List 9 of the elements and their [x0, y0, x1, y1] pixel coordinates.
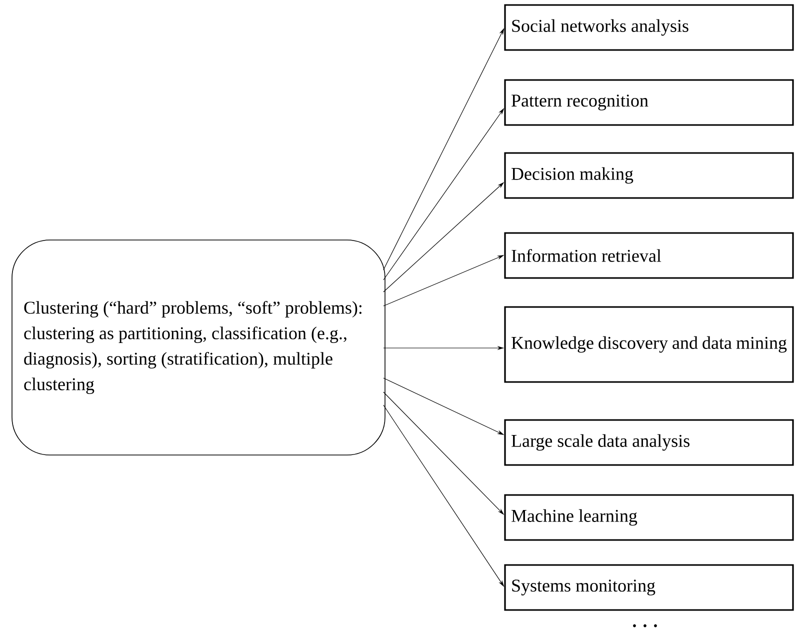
process-box: Knowledge discovery and data mining — [504, 306, 794, 383]
process-box: Systems monitoring — [504, 564, 794, 611]
process-box: Machine learning — [504, 494, 794, 541]
process-box: Information retrieval — [504, 232, 794, 279]
process-box: Large scale data analysis — [504, 419, 794, 466]
process-box: Decision making — [504, 152, 794, 199]
process-box: Pattern recognition — [504, 79, 794, 126]
rounded-box: Clustering (“hard” problems, “soft” problems): clustering as partitioning, classification (e.g., diagnosis), sorting (stratification), multiple clustering — [12, 240, 386, 456]
process-box: Social networks analysis — [504, 4, 794, 51]
